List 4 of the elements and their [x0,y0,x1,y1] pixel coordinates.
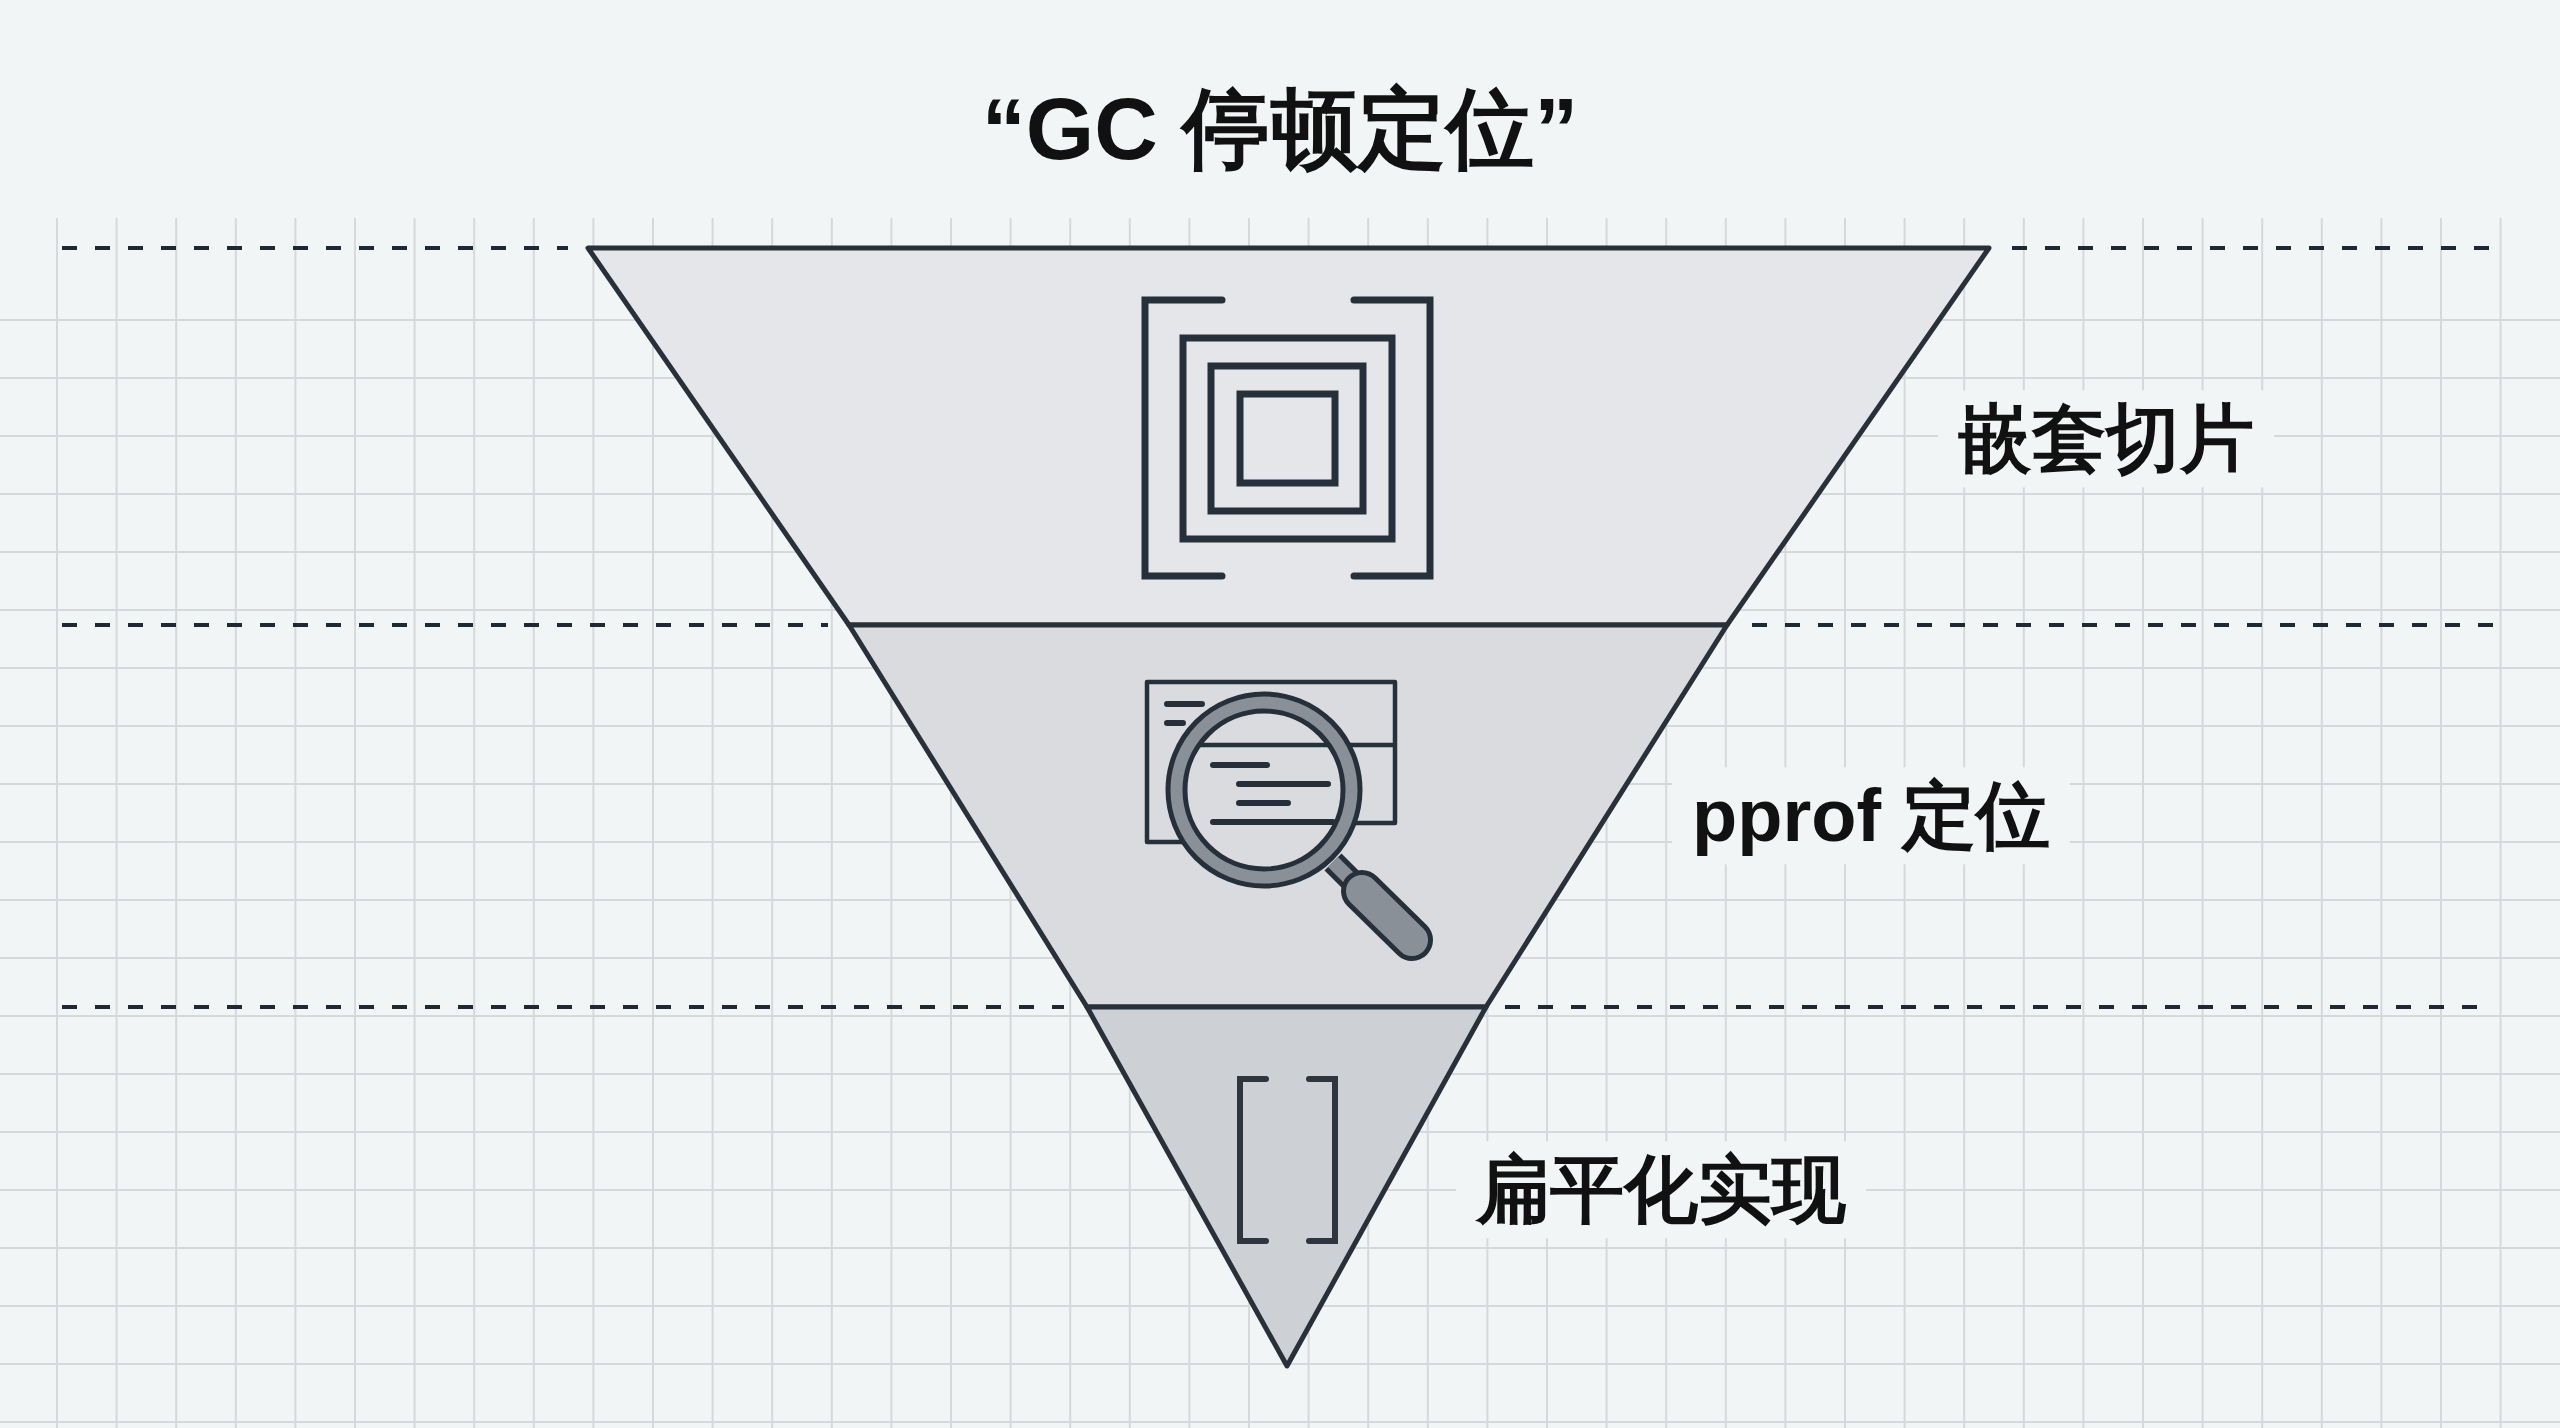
layer-label: pprof 定位 [1672,767,2070,865]
layer-label: 扁平化实现 [1456,1141,1866,1239]
title: “GC 停顿定位” [980,78,1580,180]
layer-label: 嵌套切片 [1938,390,2274,488]
